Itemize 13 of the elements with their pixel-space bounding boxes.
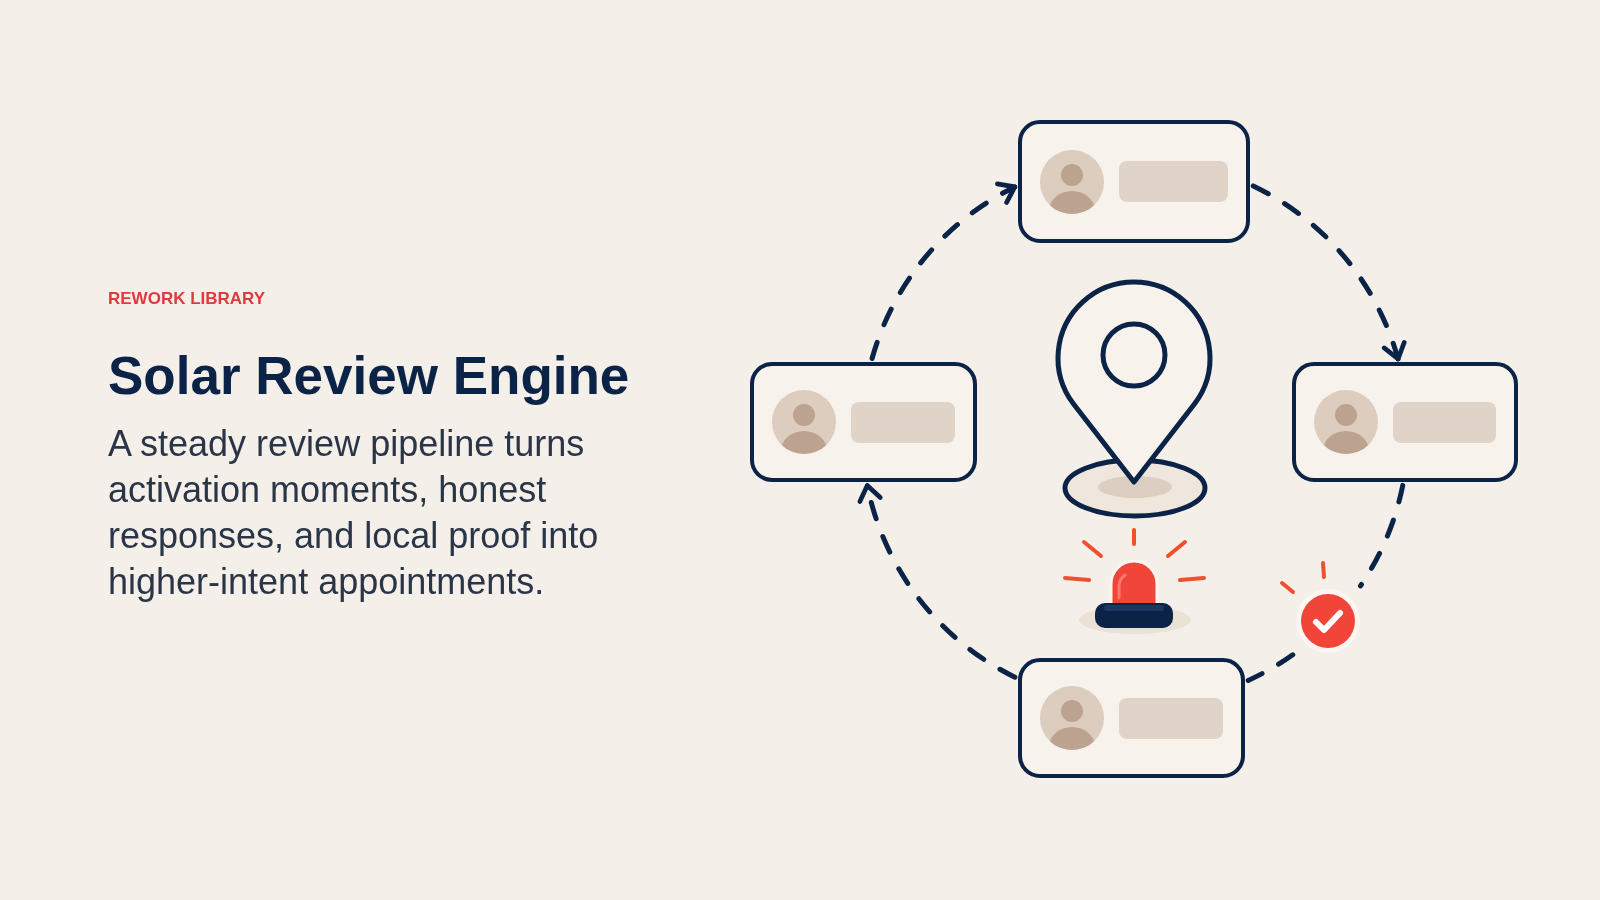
dashed-connector bbox=[1358, 482, 1406, 589]
profile-card bbox=[750, 362, 977, 482]
profile-card bbox=[1018, 120, 1250, 243]
dashed-arrow bbox=[1250, 183, 1406, 362]
eyebrow-label: REWORK LIBRARY bbox=[108, 289, 266, 309]
description-text: A steady review pipeline turns activation moments, honest responses, and local proof into higher-intent appointments. bbox=[108, 422, 600, 604]
dashed-arrow bbox=[869, 182, 1018, 362]
page-title: Solar Review Engine bbox=[108, 346, 630, 406]
dashed-arrow bbox=[858, 482, 1018, 680]
profile-card bbox=[1292, 362, 1518, 482]
dashed-connector bbox=[1245, 652, 1296, 683]
check-badge-icon bbox=[1296, 589, 1360, 653]
profile-card bbox=[1018, 658, 1245, 778]
